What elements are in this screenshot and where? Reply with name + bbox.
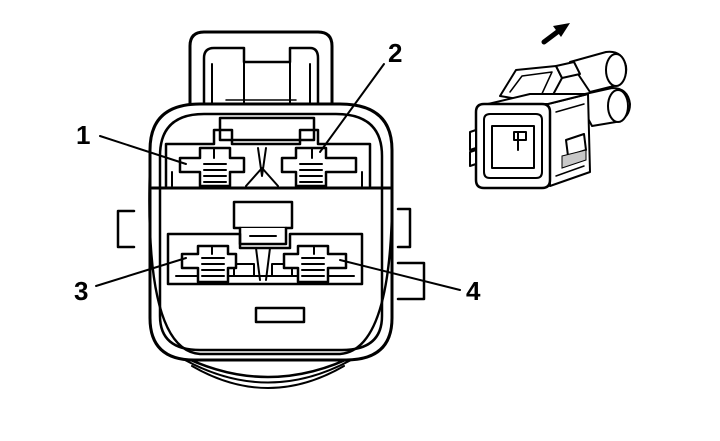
bottom-slot — [254, 306, 306, 324]
housing-cavity-rim — [148, 166, 394, 356]
arrow-up-right-icon — [541, 23, 570, 45]
pin-1-leader — [99, 135, 187, 165]
terminal-3 — [180, 244, 238, 284]
terminal-4 — [282, 244, 348, 284]
iso-front-face — [474, 102, 552, 190]
connector-isometric-icon — [469, 50, 631, 190]
pin-4-leader — [339, 259, 461, 291]
pin-2-leader — [319, 63, 385, 153]
locking-latch — [188, 30, 334, 120]
pin-4-label: 4 — [466, 276, 481, 306]
pin-1-label: 1 — [76, 120, 90, 150]
housing-inner-shell — [158, 112, 384, 352]
pin-3-label: 3 — [74, 276, 88, 306]
connector-front-view — [116, 30, 426, 389]
pin-callouts: 1 2 3 4 — [74, 38, 481, 306]
pin-2-label: 2 — [388, 38, 402, 68]
terminal-2 — [280, 146, 358, 188]
terminal-1 — [178, 146, 246, 188]
pin-3-leader — [95, 257, 187, 287]
side-tabs — [116, 207, 426, 301]
center-key — [232, 200, 294, 246]
housing-bottom-arcs — [176, 352, 360, 389]
